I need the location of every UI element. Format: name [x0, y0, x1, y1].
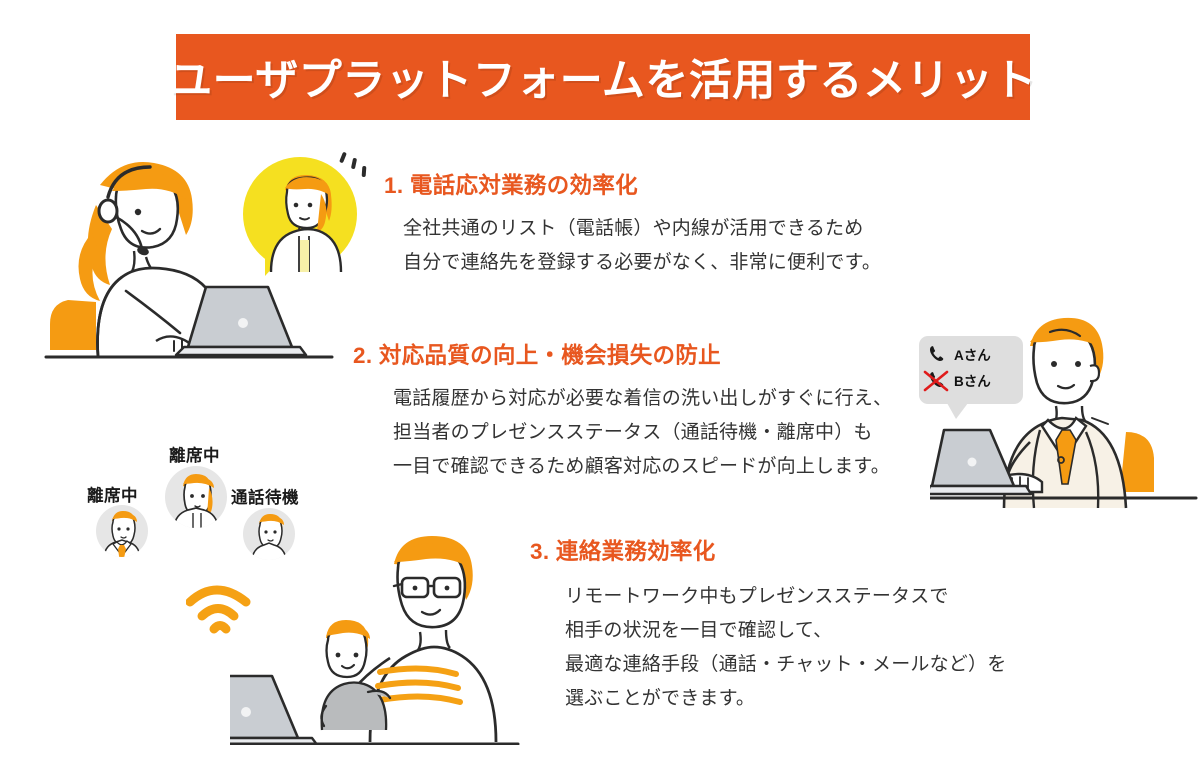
call-status-row-a: Aさん	[927, 344, 991, 364]
wifi-icon	[186, 585, 251, 634]
section-2-body: 電話履歴から対応が必要な着信の洗い出しがすぐに行え、 担当者のプレゼンスステータ…	[393, 382, 892, 484]
call-status-row-b: Bさん	[923, 370, 991, 392]
presence-avatar-2	[165, 466, 227, 528]
avatar-away-female-icon	[173, 474, 219, 528]
section-3: 3. 連絡業務効率化 リモートワーク中もプレゼンスステータスで 相手の状況を一目…	[530, 534, 1006, 716]
red-cross-icon	[923, 370, 949, 392]
sparkle-icon	[339, 151, 347, 164]
presence-label-2: 離席中	[169, 447, 220, 465]
section-2-body-line: 電話履歴から対応が必要な着信の洗い出しがすぐに行え、	[393, 388, 893, 409]
sparkle-icon	[350, 157, 358, 170]
bubble-person-illustration	[269, 174, 343, 273]
section-1: 1. 電話応対業務の効率化 全社共通のリスト（電話帳）や内線が活用できるため 自…	[384, 168, 881, 280]
section-2-body-line: 一目で確認できるため顧客対応のスピードが向上します。	[393, 456, 890, 477]
call-status-bubble: Aさん Bさん	[919, 336, 1023, 419]
section-3-body-line: 選ぶことができます。	[565, 688, 756, 709]
section-3-body-line: 最適な連絡手段（通話・チャット・メールなど）を	[565, 654, 1007, 675]
call-status-name-a: Aさん	[954, 348, 991, 363]
avatar-away-male-icon	[103, 511, 141, 557]
section-2-heading: 2. 対応品質の向上・機会損失の防止	[353, 343, 721, 368]
section-1-body-line: 自分で連絡先を登録する必要がなく、非常に便利です。	[403, 252, 882, 273]
section-1-heading: 1. 電話応対業務の効率化	[384, 173, 638, 198]
operator-with-headset-illustration	[44, 161, 334, 359]
call-status-name-b: Bさん	[954, 374, 991, 389]
presence-avatar-3	[243, 508, 295, 560]
section-3-body: リモートワーク中もプレゼンスステータスで 相手の状況を一目で確認して、 最適な連…	[565, 580, 1006, 716]
section-1-body: 全社共通のリスト（電話帳）や内線が活用できるため 自分で連絡先を登録する必要がな…	[403, 212, 881, 280]
presence-avatar-1	[96, 505, 148, 557]
page-title: ユーザプラットフォームを活用するメリット	[169, 57, 1037, 105]
remote-worker-with-child-illustration	[230, 536, 520, 745]
title-banner: ユーザプラットフォームを活用するメリット	[169, 34, 1036, 120]
presence-label-1: 離席中	[87, 487, 138, 505]
section-2: 2. 対応品質の向上・機会損失の防止 電話履歴から対応が必要な着信の洗い出しがす…	[353, 338, 892, 484]
section-3-body-line: 相手の状況を一目で確認して、	[565, 620, 833, 641]
section-3-body-line: リモートワーク中もプレゼンスステータスで	[565, 586, 949, 607]
businessman-at-laptop-illustration	[930, 317, 1198, 509]
section-1-body-line: 全社共通のリスト（電話帳）や内線が活用できるため	[403, 218, 864, 239]
presence-label-3: 通話待機	[231, 489, 299, 507]
section-2-body-line: 担当者のプレゼンスステータス（通話待機・離席中）も	[393, 422, 873, 443]
phone-icon	[929, 346, 944, 361]
sparkle-icon	[361, 165, 367, 178]
avatar-available-male-icon	[251, 514, 287, 560]
section-3-heading: 3. 連絡業務効率化	[530, 539, 716, 564]
